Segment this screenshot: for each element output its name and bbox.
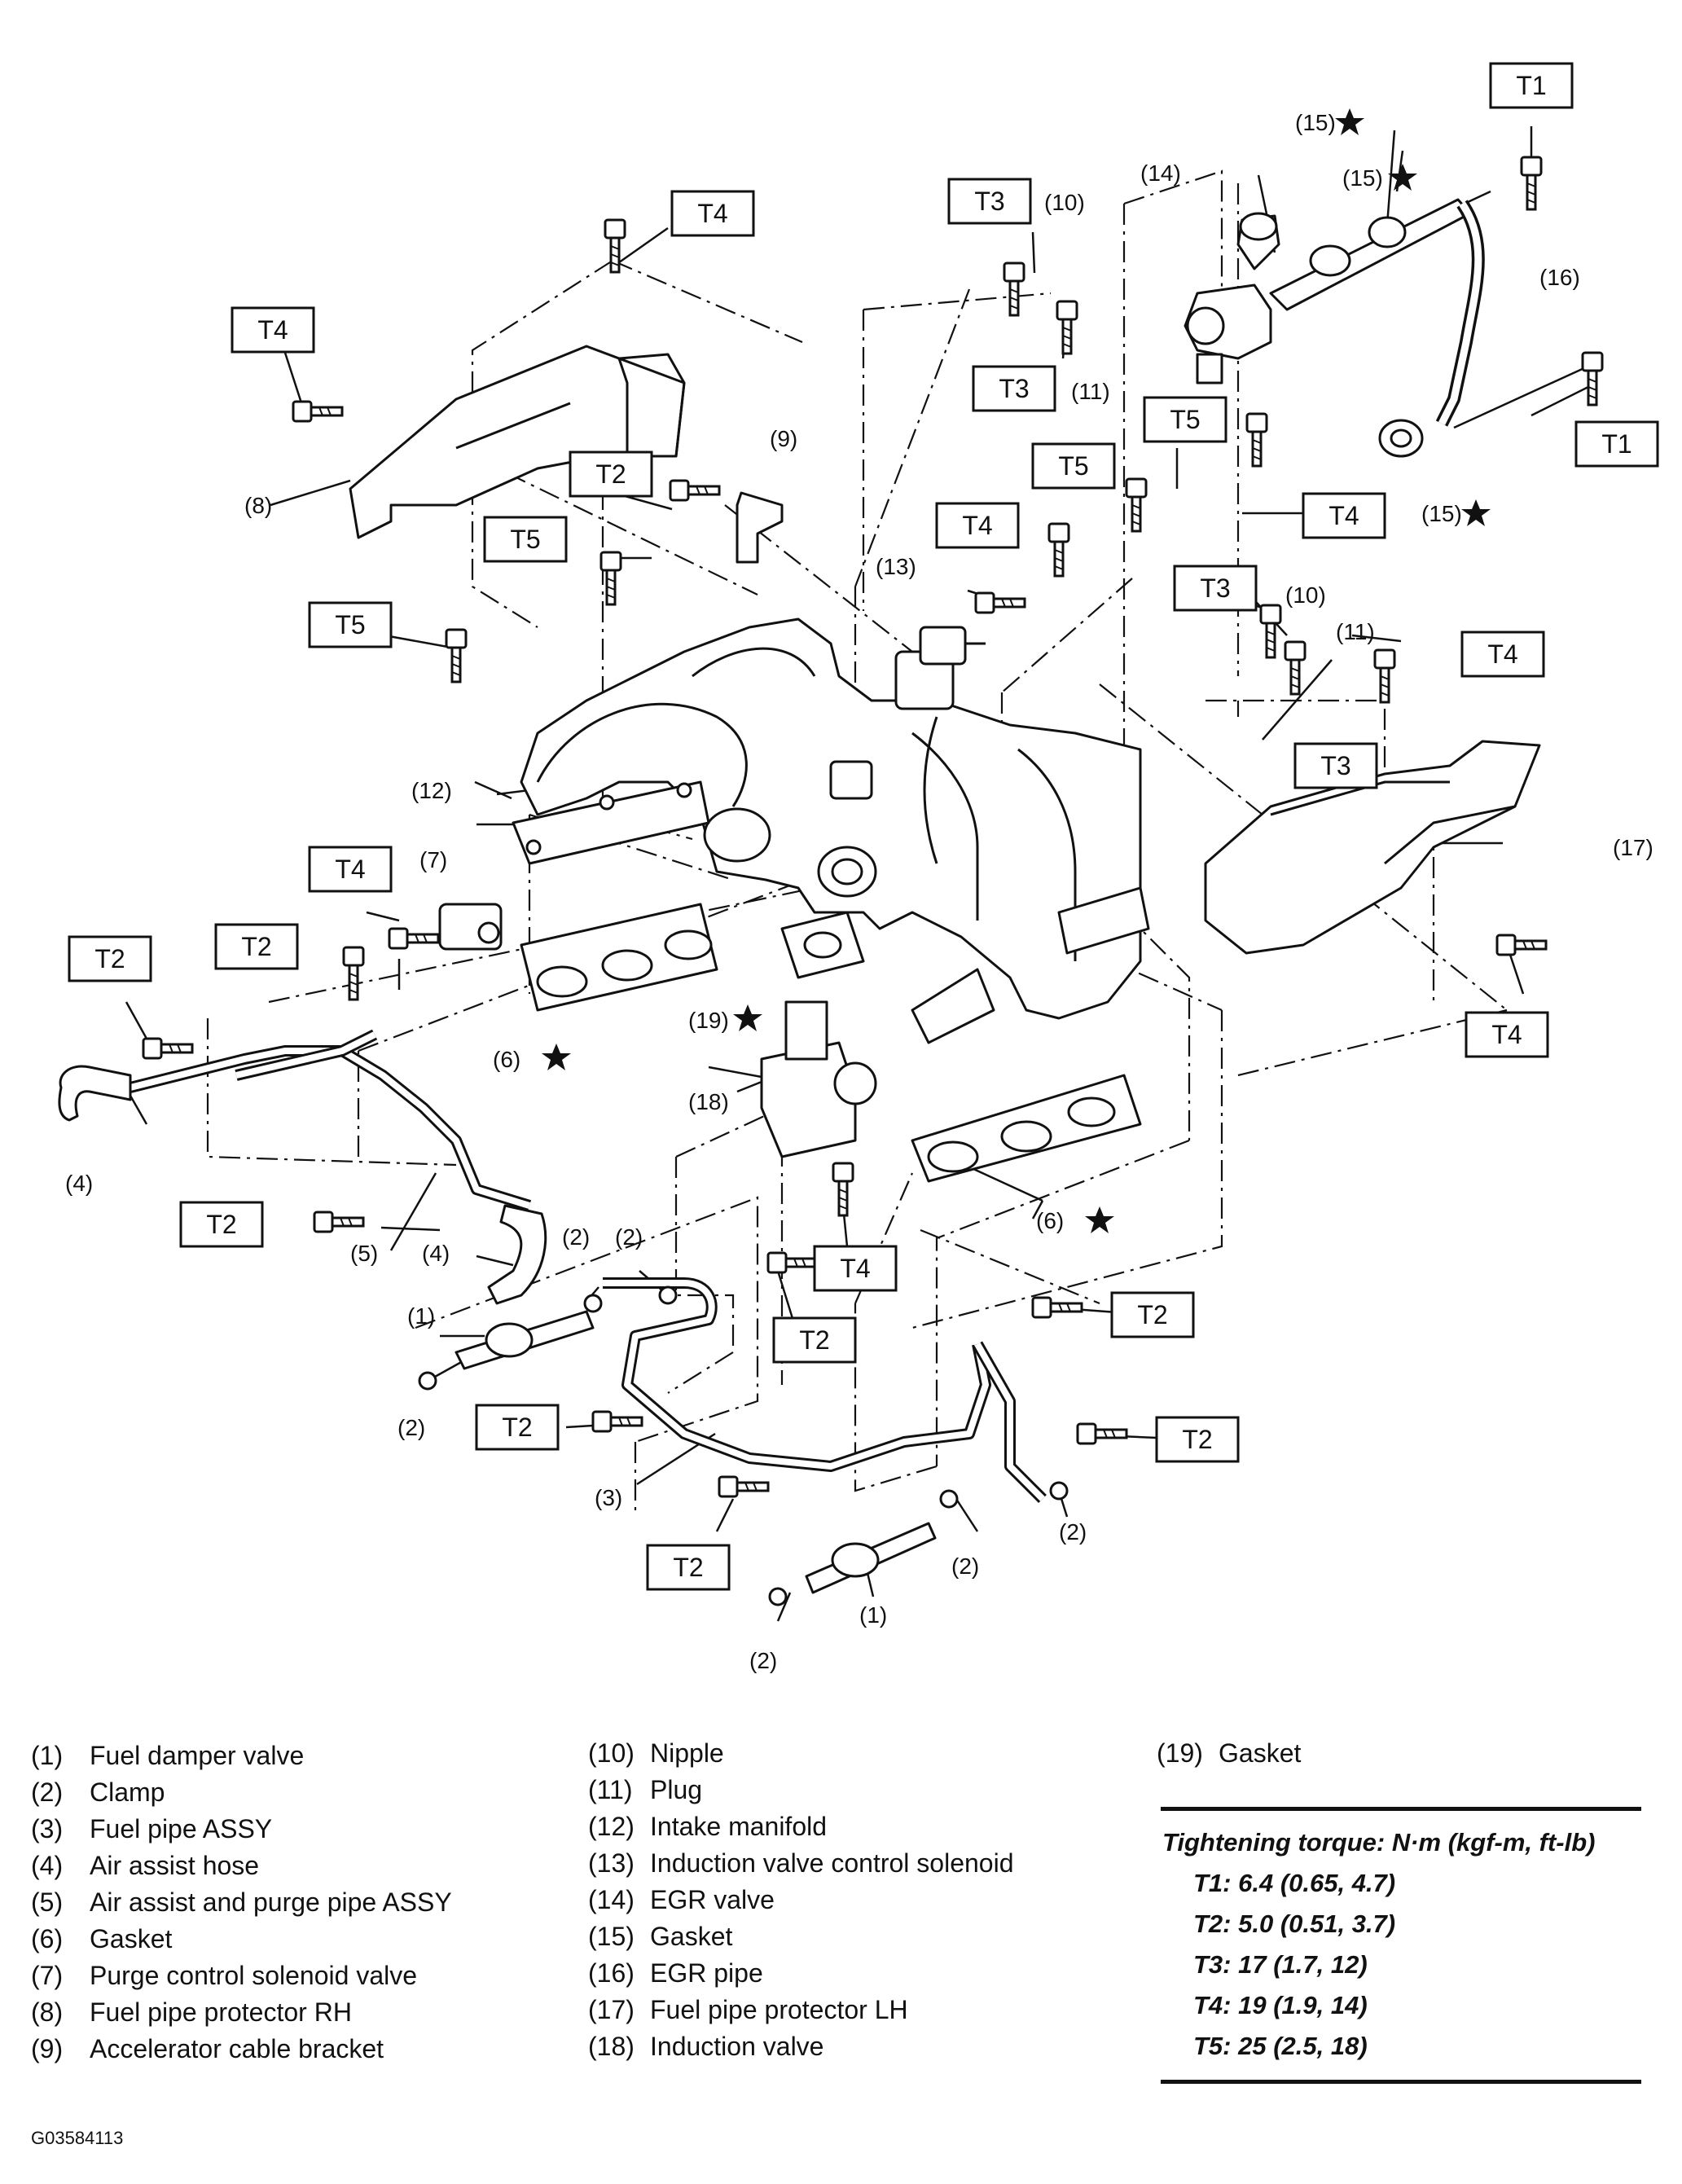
- legend-item: (6)Gasket: [31, 1924, 173, 1953]
- callout-2: (2): [615, 1224, 643, 1250]
- callout-15: (15): [1421, 501, 1462, 526]
- torque-label-t4: T4: [697, 199, 727, 228]
- torque-label-t5: T5: [1170, 405, 1200, 434]
- callout-2: (2): [951, 1553, 979, 1579]
- legend-item: (13)Induction valve control solenoid: [588, 1848, 1014, 1878]
- callout-14: (14): [1140, 160, 1181, 186]
- torque-label-t2: T2: [1182, 1425, 1212, 1454]
- callout-3: (3): [595, 1485, 622, 1510]
- egr-pipe: [1269, 198, 1472, 311]
- torque-label-t4: T4: [1491, 1020, 1522, 1049]
- callout-10: (10): [1044, 190, 1085, 215]
- callout-10: (10): [1285, 582, 1326, 608]
- torque-label-t5: T5: [510, 525, 540, 554]
- torque-label-t2: T2: [241, 932, 271, 961]
- legend-item: (10)Nipple: [588, 1738, 724, 1768]
- legend-item: (9)Accelerator cable bracket: [31, 2034, 384, 2063]
- callout-7: (7): [419, 847, 447, 872]
- torque-label-t2: T2: [799, 1325, 829, 1355]
- air-assist-hose-left: [58, 1065, 132, 1122]
- part-callouts: (15) (15) (15) (14) (10) (11) (16) (9) (…: [65, 110, 1653, 1673]
- callout-4: (4): [422, 1241, 450, 1266]
- legend-item: (12)Intake manifold: [588, 1812, 828, 1841]
- callout-11: (11): [1336, 619, 1375, 644]
- callout-15: (15): [1295, 110, 1336, 135]
- callout-2: (2): [397, 1415, 425, 1440]
- torque-row: T5: 25 (2.5, 18): [1193, 2032, 1368, 2060]
- legend-item: (2)Clamp: [31, 1778, 165, 1807]
- induction-valve-control-solenoid: [919, 626, 967, 666]
- parts: [58, 198, 1541, 1606]
- callout-2: (2): [562, 1224, 590, 1250]
- callout-2: (2): [1059, 1519, 1087, 1545]
- callout-18: (18): [688, 1089, 729, 1114]
- torque-label-t4: T4: [962, 511, 992, 540]
- legend-column-1: (1)Fuel damper valve (2)Clamp (3)Fuel pi…: [31, 1738, 452, 2068]
- legend-item: (11)Plug: [588, 1775, 703, 1804]
- callout-6: (6): [1036, 1208, 1064, 1233]
- torque-callouts: T1 T3 T3 T1 T4 T4 T5 T5 T4 T4 T3 T4 T3 T…: [68, 62, 1659, 1591]
- torque-label-t4: T4: [1487, 639, 1517, 669]
- legend-item: (4)Air assist hose: [31, 1851, 260, 1880]
- callout-11: (11): [1071, 379, 1110, 404]
- torque-label-t2: T2: [502, 1413, 532, 1442]
- callout-2: (2): [749, 1648, 777, 1673]
- torque-label-t2: T2: [673, 1553, 703, 1582]
- callout-15: (15): [1342, 165, 1383, 191]
- torque-label-t2: T2: [94, 944, 125, 973]
- torque-label-t3: T3: [999, 374, 1029, 403]
- induction-valve: [760, 1041, 857, 1158]
- torque-row: T2: 5.0 (0.51, 3.7): [1193, 1909, 1396, 1938]
- torque-label-t4: T4: [1328, 501, 1359, 530]
- figure-code: G03584113: [31, 2128, 124, 2148]
- accelerator-cable-bracket: [736, 491, 784, 564]
- callout-6: (6): [493, 1047, 520, 1072]
- legend-item: (7)Purge control solenoid valve: [31, 1961, 418, 1990]
- air-assist-hose-right: [487, 1204, 547, 1305]
- torque-label-t3: T3: [1320, 751, 1350, 780]
- legend-item: (8)Fuel pipe protector RH: [31, 1997, 352, 2027]
- callout-17: (17): [1613, 835, 1653, 860]
- torque-label-t1: T1: [1516, 71, 1546, 100]
- callout-13: (13): [876, 554, 916, 579]
- callout-4: (4): [65, 1171, 93, 1196]
- legend-item: (19)Gasket: [1157, 1738, 1302, 1768]
- torque-label-t2: T2: [595, 459, 626, 489]
- callout-16: (16): [1539, 265, 1580, 290]
- exploded-view-diagram: T1 T3 T3 T1 T4 T4 T5 T5 T4 T4 T3 T4 T3 T…: [58, 62, 1659, 1673]
- legend-item: (18)Induction valve: [588, 2032, 824, 2061]
- callout-1: (1): [407, 1303, 435, 1329]
- torque-label-t4: T4: [840, 1254, 870, 1283]
- torque-label-t3: T3: [1200, 573, 1230, 603]
- legend-item: (17)Fuel pipe protector LH: [588, 1995, 908, 2024]
- callout-8: (8): [244, 493, 272, 518]
- legend-item: (5)Air assist and purge pipe ASSY: [31, 1887, 452, 1917]
- torque-label-t3: T3: [974, 187, 1004, 216]
- fuel-pipe-protector-rh: [349, 345, 686, 539]
- torque-label-t4: T4: [257, 315, 288, 345]
- torque-label-t1: T1: [1601, 429, 1631, 459]
- legend-item: (16)EGR pipe: [588, 1958, 763, 1988]
- legend-item: (3)Fuel pipe ASSY: [31, 1814, 273, 1843]
- torque-row: T4: 19 (1.9, 14): [1193, 1991, 1368, 2019]
- callout-5: (5): [350, 1241, 378, 1266]
- torque-row: T1: 6.4 (0.65, 4.7): [1193, 1869, 1396, 1897]
- callout-19: (19): [688, 1008, 729, 1033]
- callout-12: (12): [411, 778, 452, 803]
- torque-label-t4: T4: [335, 855, 365, 884]
- torque-label-t5: T5: [1058, 451, 1088, 481]
- callout-9: (9): [770, 426, 797, 451]
- torque-table: Tightening torque: N·m (kgf-m, ft-lb) T1…: [1161, 1807, 1641, 2084]
- torque-label-t2: T2: [1137, 1300, 1167, 1329]
- legend-column-2: (10)Nipple (11)Plug (12)Intake manifold …: [588, 1735, 1014, 2065]
- torque-label-t5: T5: [335, 610, 365, 639]
- legend-item: (1)Fuel damper valve: [31, 1741, 305, 1770]
- torque-label-t2: T2: [206, 1210, 236, 1239]
- callout-1: (1): [859, 1602, 887, 1628]
- legend-column-3: (19)Gasket: [1157, 1735, 1301, 1772]
- torque-table-heading: Tightening torque: N·m (kgf-m, ft-lb): [1162, 1828, 1596, 1857]
- legend-item: (15)Gasket: [588, 1922, 733, 1951]
- torque-row: T3: 17 (1.7, 12): [1193, 1950, 1368, 1979]
- legend-item: (14)EGR valve: [588, 1885, 775, 1914]
